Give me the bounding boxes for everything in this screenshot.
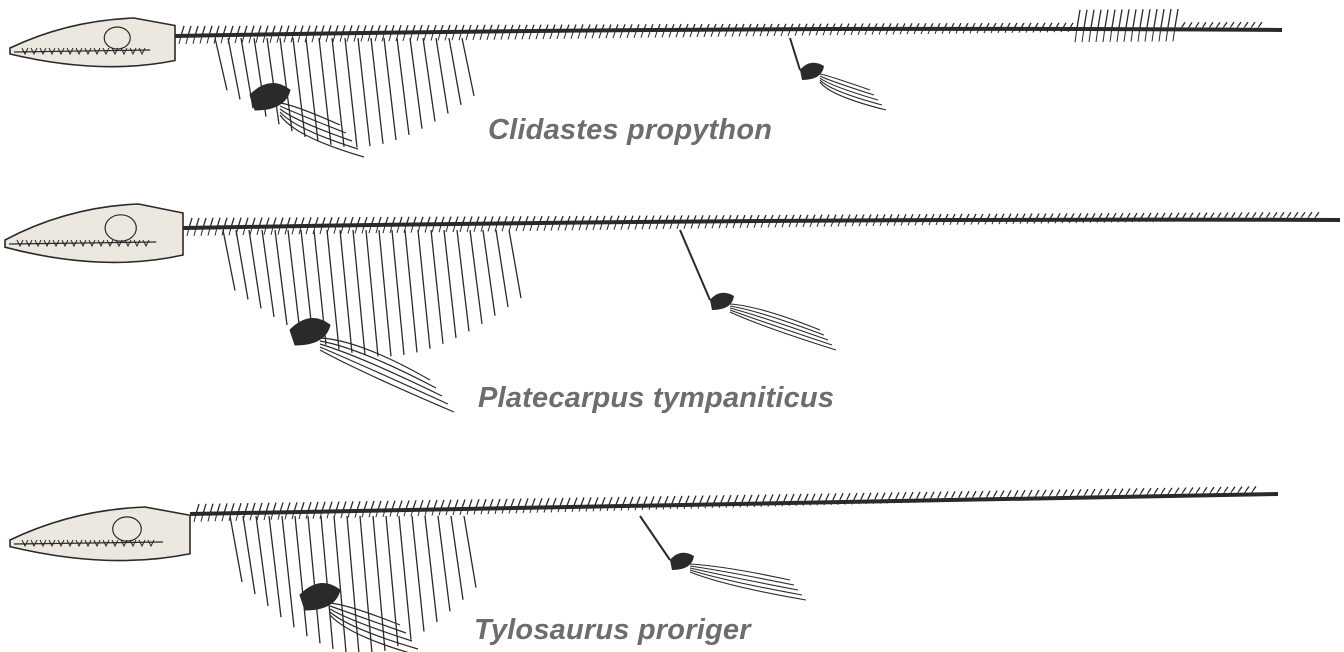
scapula [289, 318, 331, 346]
forelimb-digit [319, 340, 437, 389]
forelimb-digit [329, 614, 409, 652]
forelimb-digit [319, 346, 449, 405]
hindlimb-digit [729, 305, 825, 336]
hip [670, 552, 694, 570]
orbit [103, 26, 131, 50]
vertebral-column [182, 217, 1341, 230]
forelimb-digit [319, 337, 431, 381]
hindlimb-digit [729, 303, 821, 331]
skeleton-1 [4, 203, 1341, 413]
forelimb-digit [329, 608, 413, 642]
hindlimb-digit [689, 565, 795, 586]
hindlimb-digit [729, 307, 829, 341]
skull [9, 506, 191, 562]
hindlimb-digit [729, 311, 837, 351]
forelimb-digit [319, 349, 455, 413]
hindlimb-digit [729, 309, 833, 346]
orbit [104, 214, 137, 242]
hindlimb-digit [689, 569, 803, 596]
scapula [299, 583, 341, 611]
hindlimb-digit [689, 571, 807, 601]
hindlimb-digit [819, 77, 879, 101]
forelimb-digit [279, 102, 341, 126]
pelvis [679, 229, 711, 301]
hip [710, 292, 734, 310]
hindlimb-digit [689, 563, 791, 581]
forelimb-digit [319, 343, 443, 397]
skull [9, 17, 176, 68]
forelimb-digit [329, 605, 407, 634]
forelimb-digit [279, 111, 359, 150]
orbit [112, 516, 142, 542]
hindlimb-digit [819, 75, 875, 96]
forelimb-digit [279, 108, 353, 142]
forelimb-digit [279, 105, 347, 134]
hindlimb-digit [819, 73, 871, 91]
skull [4, 203, 184, 264]
hindlimb-digit [819, 79, 883, 106]
hindlimb-digit [819, 81, 887, 111]
hip [800, 62, 824, 80]
hindlimb-digit [689, 567, 799, 591]
forelimb-digit [329, 611, 419, 650]
forelimb-digit [279, 114, 365, 158]
skeleton-2 [9, 486, 1279, 652]
caption-platecarpus: Platecarpus tympaniticus [478, 382, 835, 414]
caption-tylosaurus: Tylosaurus proriger [474, 614, 751, 646]
pelvis [789, 37, 801, 71]
scapula [249, 83, 291, 111]
skeleton-0 [9, 8, 1283, 158]
pelvis [639, 515, 671, 561]
vertebral-column [174, 26, 1283, 38]
forelimb-digit [329, 602, 401, 626]
caption-clidastes: Clidastes propython [488, 114, 773, 146]
